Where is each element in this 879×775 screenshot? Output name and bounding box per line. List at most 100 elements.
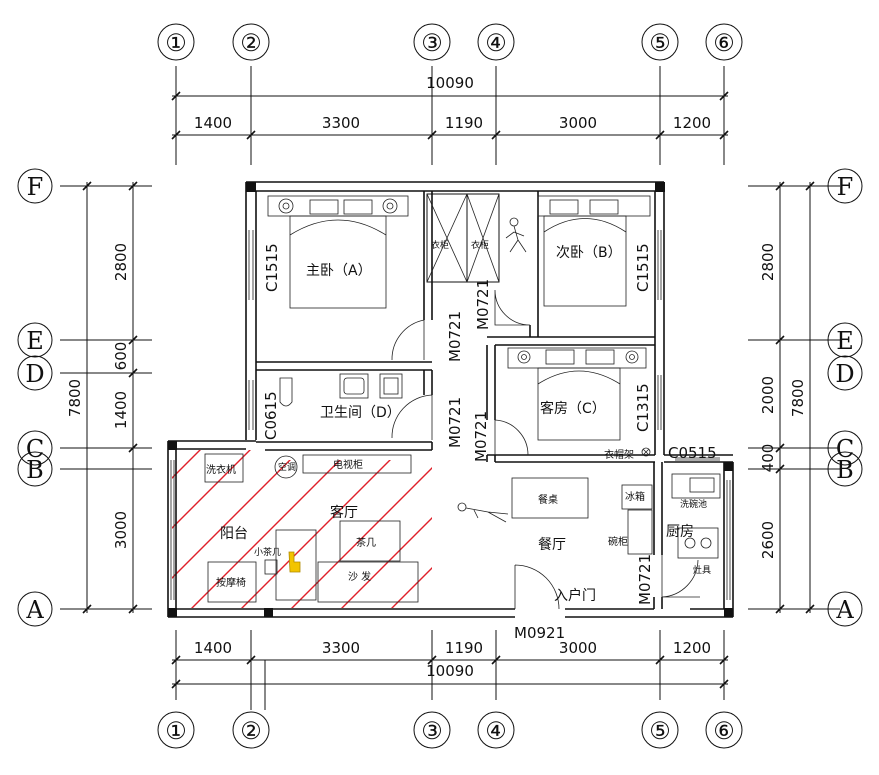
tv-cabinet-label: 电视柜 bbox=[333, 458, 363, 471]
bathroom-fixtures bbox=[279, 373, 403, 407]
axis-top-1: ① bbox=[165, 29, 187, 57]
wardrobes bbox=[426, 193, 500, 283]
structural-columns bbox=[168, 182, 733, 617]
column-axis-bubbles: ① ② ③ ④ ⑤ ⑥ ① ② ③ ④ ⑤ ⑥ bbox=[157, 23, 743, 749]
left-dim-2: 600 bbox=[112, 342, 130, 371]
axis-left-A: A bbox=[25, 596, 44, 624]
axis-bottom-3: ③ bbox=[421, 717, 443, 745]
axis-left-C: C bbox=[26, 435, 44, 463]
axis-top-6: ⑥ bbox=[713, 29, 735, 57]
axis-top-4: ④ bbox=[485, 29, 507, 57]
room-balcony-label: 阳台 bbox=[220, 526, 248, 542]
entry-door-label: 入户门 bbox=[554, 587, 596, 604]
room-labels: 主卧（A） 次卧（B） 客房（C） 卫生间（D） 客厅 阳台 餐厅 厨房 入户门 bbox=[220, 245, 694, 604]
window-c1515-left: C1515 bbox=[263, 243, 281, 292]
person-figure-icon bbox=[505, 217, 527, 253]
room-master-label: 主卧（A） bbox=[306, 263, 372, 279]
fridge-label: 冰箱 bbox=[625, 490, 645, 503]
bottom-dim-2: 3300 bbox=[322, 639, 360, 657]
right-dim-4: 2600 bbox=[759, 521, 777, 559]
axis-bottom-2: ② bbox=[240, 717, 262, 745]
stove-label: 灶具 bbox=[693, 564, 711, 576]
cupboard-label: 碗柜 bbox=[608, 535, 628, 548]
top-dim-3: 1190 bbox=[445, 114, 483, 132]
walls bbox=[167, 181, 734, 618]
room-living-label: 客厅 bbox=[330, 504, 358, 521]
axis-right-D: D bbox=[835, 360, 854, 388]
top-dim-4: 3000 bbox=[559, 114, 597, 132]
opening-codes: C1515 C1515 C0615 C1315 C0515 M0721 M072… bbox=[262, 243, 717, 642]
bottom-dim-3: 1190 bbox=[445, 639, 483, 657]
dining-table-label: 餐桌 bbox=[538, 493, 558, 506]
living-furniture bbox=[204, 453, 419, 603]
top-dim-2: 3300 bbox=[322, 114, 360, 132]
top-dim-5: 1200 bbox=[673, 114, 711, 132]
sofa-label: 沙 发 bbox=[348, 570, 371, 583]
left-dim-1: 2800 bbox=[112, 243, 130, 281]
sink-label: 洗碗池 bbox=[680, 498, 707, 510]
axis-left-D: D bbox=[25, 360, 44, 388]
row-axis-bubbles: F E D C B A F E D C B A bbox=[17, 168, 863, 627]
ac-label: 空调 bbox=[278, 461, 296, 473]
door-m0721-c: M0721 bbox=[446, 397, 464, 448]
axis-bottom-1: ① bbox=[165, 717, 187, 745]
right-dimensions: 2800 2000 400 2600 7800 bbox=[748, 181, 840, 614]
room-kitchen-label: 厨房 bbox=[666, 524, 694, 540]
bottom-dimensions: 1400 3300 1190 3000 1200 10090 bbox=[171, 630, 729, 710]
axis-top-5: ⑤ bbox=[649, 29, 671, 57]
lying-person-icon bbox=[457, 502, 509, 523]
window-c0615: C0615 bbox=[262, 391, 280, 440]
furniture-labels: 洗衣机 空调 电视柜 茶几 小茶几 沙 发 按摩椅 餐桌 冰箱 碗柜 洗碗池 灶… bbox=[206, 239, 711, 589]
room-dining-label: 餐厅 bbox=[538, 537, 566, 553]
dining-kitchen-furniture bbox=[511, 447, 721, 559]
washer-label: 洗衣机 bbox=[206, 463, 236, 476]
bottom-total-dim: 10090 bbox=[426, 662, 474, 680]
room-bath-label: 卫生间（D） bbox=[320, 405, 401, 421]
axis-right-B: B bbox=[836, 456, 854, 484]
tea-table-label: 茶几 bbox=[356, 536, 376, 549]
door-m0721-b: M0721 bbox=[474, 279, 492, 330]
wardrobe-label-1: 衣柜 bbox=[431, 239, 449, 251]
bottom-dim-4: 3000 bbox=[559, 639, 597, 657]
massage-chair-label: 按摩椅 bbox=[216, 576, 246, 589]
left-dimensions: 7800 2800 600 1400 3000 bbox=[60, 181, 152, 614]
bottom-dim-1: 1400 bbox=[194, 639, 232, 657]
window-c1515-right: C1515 bbox=[634, 243, 652, 292]
axis-bottom-5: ⑤ bbox=[649, 717, 671, 745]
axis-right-C: C bbox=[836, 435, 854, 463]
left-dim-4: 3000 bbox=[112, 511, 130, 549]
axis-right-F: F bbox=[837, 173, 854, 201]
master-bed bbox=[267, 195, 409, 309]
axis-left-F: F bbox=[27, 173, 44, 201]
axis-bottom-6: ⑥ bbox=[713, 717, 735, 745]
top-dim-1: 1400 bbox=[194, 114, 232, 132]
axis-left-E: E bbox=[26, 327, 44, 355]
door-m0921: M0921 bbox=[514, 624, 565, 642]
room-guest-label: 客房（C） bbox=[540, 400, 606, 417]
right-dim-2: 2000 bbox=[759, 376, 777, 414]
right-dim-1: 2800 bbox=[759, 243, 777, 281]
second-bed bbox=[537, 195, 651, 307]
right-dim-3: 400 bbox=[759, 444, 777, 473]
axis-left-B: B bbox=[26, 456, 44, 484]
room-second-label: 次卧（B） bbox=[556, 245, 622, 261]
door-swings bbox=[391, 289, 700, 610]
top-dimensions: 10090 1400 3300 1190 3000 1200 bbox=[171, 66, 729, 165]
pointer-cursor-icon bbox=[288, 551, 301, 573]
wardrobe-label-2: 衣柜 bbox=[471, 239, 489, 251]
bottom-dim-5: 1200 bbox=[673, 639, 711, 657]
top-total-dim: 10090 bbox=[426, 74, 474, 92]
small-tea-table-label: 小茶几 bbox=[254, 546, 281, 558]
door-m0721-d: M0721 bbox=[472, 411, 490, 462]
left-total-dim: 7800 bbox=[66, 379, 84, 417]
door-m0721-e: M0721 bbox=[636, 554, 654, 605]
right-total-dim: 7800 bbox=[789, 379, 807, 417]
door-m0721-a: M0721 bbox=[446, 311, 464, 362]
left-dim-3: 1400 bbox=[112, 391, 130, 429]
axis-top-3: ③ bbox=[421, 29, 443, 57]
coat-rack-label: 衣帽架 bbox=[604, 448, 634, 461]
window-c1315: C1315 bbox=[634, 383, 652, 432]
axis-bottom-4: ④ bbox=[485, 717, 507, 745]
axis-right-E: E bbox=[836, 327, 854, 355]
